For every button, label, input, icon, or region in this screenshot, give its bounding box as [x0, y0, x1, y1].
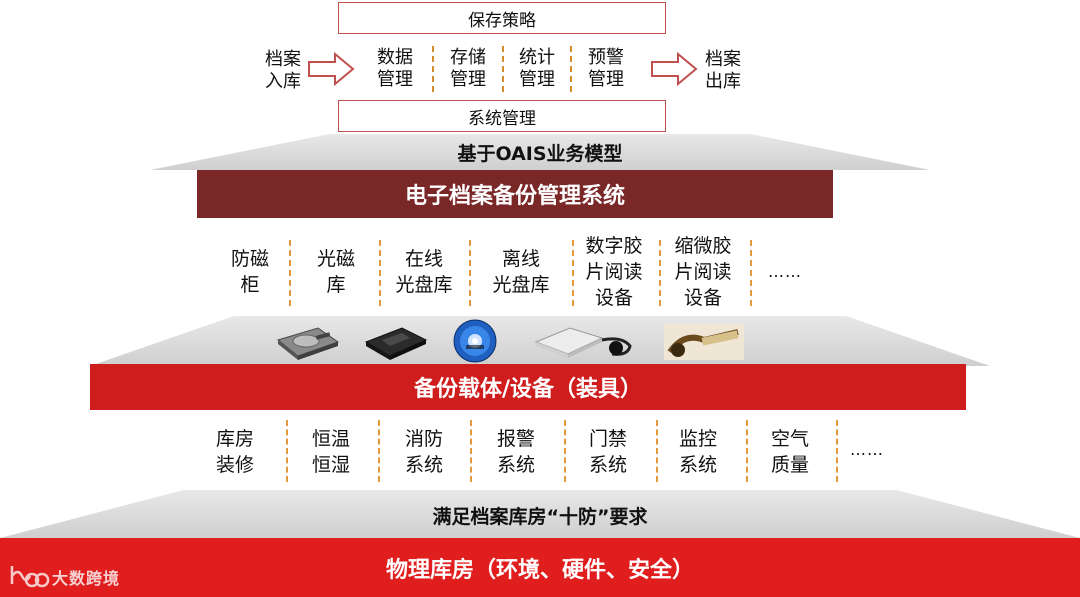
facility-separator: [656, 420, 658, 482]
microfilm-reader-icon: [664, 324, 744, 360]
carrier-bar-label: 备份载体/设备（装具）: [413, 377, 643, 402]
facility-separator: [836, 420, 838, 482]
device-separator: [750, 240, 752, 306]
facility-item-air-quality: 空气 质量: [770, 428, 809, 476]
device-separator: [572, 240, 574, 306]
facility-more: ……: [850, 439, 884, 459]
facility-item-monitoring-system: 监控 系统: [678, 428, 717, 476]
device-item-digital-film-reader: 数字胶 片阅读 设备: [585, 235, 643, 309]
optical-drive-icon: [364, 327, 428, 360]
device-separator: [659, 240, 661, 306]
module-separator: [502, 46, 504, 92]
device-separator: [379, 240, 381, 306]
device-item-microfilm-reader: 缩微胶 片阅读 设备: [674, 235, 732, 309]
facility-item-warehouse-decoration: 库房 装修: [215, 428, 254, 476]
device-separator: [289, 240, 291, 306]
facility-separator: [470, 420, 472, 482]
archive-in-label: 档案 入库: [265, 49, 301, 92]
module-statistics-management: 统计 管理: [519, 47, 555, 90]
blu-ray-disc-icon: [453, 319, 497, 363]
facility-separator: [746, 420, 748, 482]
physical-warehouse-bar: 物理库房（环境、硬件、安全）: [0, 538, 1080, 597]
facility-separator: [564, 420, 566, 482]
module-data-management: 数据 管理: [377, 47, 413, 90]
module-warning-management: 预警 管理: [588, 47, 624, 90]
device-item-online-optical-library: 在线 光盘库: [395, 248, 453, 296]
module-storage-management: 存储 管理: [450, 47, 486, 90]
hard-drive-icon: [276, 327, 340, 360]
archive-out-label: 档案 出库: [705, 49, 741, 92]
preservation-strategy-box: 保存策略: [338, 2, 666, 34]
watermark-logo-icon: [10, 566, 50, 588]
module-separator: [570, 46, 572, 92]
system-bar: 电子档案备份管理系统: [197, 170, 833, 218]
facility-separator: [286, 420, 288, 482]
oais-band-label: 基于OAIS业务模型: [457, 142, 623, 165]
arrow-right-out-icon: [651, 52, 698, 86]
device-item-magneto-optical-library: 光磁 库: [316, 248, 355, 296]
module-separator: [432, 46, 434, 92]
facility-item-alarm-system: 报警 系统: [496, 428, 535, 476]
system-bar-label: 电子档案备份管理系统: [404, 184, 625, 209]
device-more: ……: [768, 261, 802, 281]
external-drive-icon: [534, 327, 632, 358]
facility-item-access-control: 门禁 系统: [588, 428, 627, 476]
preservation-strategy-label: 保存策略: [468, 10, 536, 31]
facility-separator: [378, 420, 380, 482]
device-item-antimagnetic-cabinet: 防磁 柜: [230, 248, 269, 296]
facility-item-fire-protection: 消防 系统: [404, 428, 443, 476]
facility-item-constant-temp-humidity: 恒温 恒湿: [311, 428, 350, 476]
device-separator: [469, 240, 471, 306]
device-item-offline-optical-library: 离线 光盘库: [492, 248, 550, 296]
ten-protection-band: [0, 490, 1080, 538]
system-management-label: 系统管理: [468, 108, 536, 129]
management-modules-row: 数据 管理 存储 管理 统计 管理 预警 管理: [360, 40, 640, 98]
ten-protection-label: 满足档案库房“十防”要求: [432, 505, 648, 528]
arrow-right-in-icon: [308, 52, 355, 86]
physical-warehouse-label: 物理库房（环境、硬件、安全）: [385, 557, 694, 583]
watermark-text: 大数跨境: [52, 569, 121, 588]
system-management-box: 系统管理: [338, 100, 666, 132]
carrier-bar: 备份载体/设备（装具）: [90, 364, 966, 410]
